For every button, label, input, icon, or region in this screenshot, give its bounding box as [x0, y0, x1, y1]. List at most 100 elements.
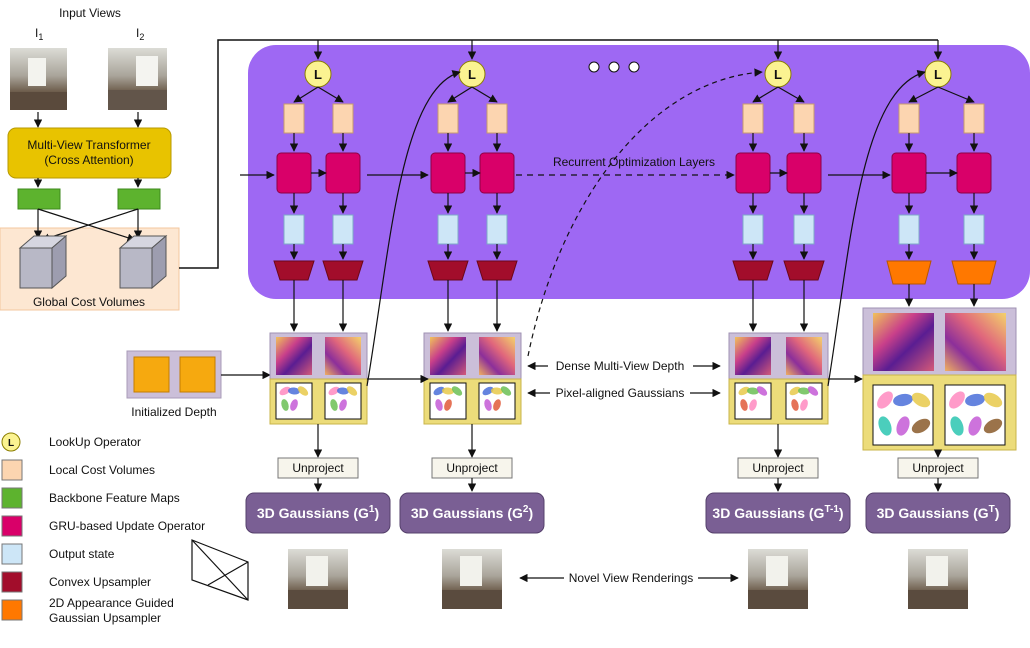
gaussian-ellipse — [484, 399, 492, 411]
output-state — [332, 214, 354, 245]
gru-update-operator — [956, 152, 992, 194]
rendering-floor — [288, 590, 348, 609]
novel-view-renderings-label: Novel View Renderings — [569, 571, 694, 585]
gaussian-ellipse — [807, 386, 819, 396]
legend-label: GRU-based Update Operator — [49, 519, 205, 533]
gaussian-ellipse — [877, 391, 893, 409]
unproject-label: Unproject — [446, 461, 498, 475]
gru-update-operator — [325, 152, 361, 194]
3d-gaussians-label: 3D Gaussians (G2) — [411, 504, 533, 521]
gaussian-ellipse — [911, 392, 931, 408]
rendering-window — [460, 556, 482, 586]
depth-map — [786, 337, 822, 375]
3d-gaussians-box — [865, 492, 1011, 534]
output-state — [437, 214, 459, 245]
local-cost-volume — [898, 103, 920, 134]
input-image-1 — [10, 48, 67, 110]
gaussian-ellipse — [451, 386, 463, 396]
gaussian-ellipse — [949, 391, 965, 409]
legend-label: Convex Upsampler — [49, 575, 151, 589]
local-cost-volume — [283, 103, 305, 134]
gaussian-ellipse — [328, 386, 340, 396]
gaussian-ellipse — [337, 387, 349, 395]
unproject-label: Unproject — [752, 461, 804, 475]
lookup-letter: L — [314, 67, 322, 82]
convex-upsampler — [322, 260, 364, 281]
input-image-2 — [108, 48, 167, 110]
local-cost-volume — [332, 103, 354, 134]
gru-update-operator — [786, 152, 822, 194]
3d-gaussians-label: 3D Gaussians (G1) — [257, 504, 379, 521]
initialized-depth-map-1 — [133, 356, 170, 393]
3d-gaussians-box — [245, 492, 391, 534]
legend-lookup-letter: L — [8, 438, 14, 449]
gru-update-operator — [276, 152, 312, 194]
initialized-depth-map-2 — [179, 356, 216, 393]
gaussian-upsampler — [886, 260, 932, 285]
rendering-window — [766, 556, 788, 586]
unproject-label: Unproject — [912, 461, 964, 475]
gaussian-ellipse — [346, 386, 358, 396]
gaussian-ellipse — [330, 399, 338, 411]
ellipsis-dot-1 — [588, 61, 600, 73]
gaussian-ellipse — [738, 386, 750, 396]
legend-swatch — [1, 459, 23, 481]
dense-multi-view-depth-label: Dense Multi-View Depth — [556, 359, 685, 373]
novel-view-label-bg — [564, 569, 698, 585]
depth-map — [945, 313, 1006, 371]
output-state — [793, 214, 815, 245]
gru-update-operator — [479, 152, 515, 194]
backbone-feature-map-2 — [117, 188, 161, 210]
gaussian-ellipse — [747, 387, 759, 395]
local-cost-volume — [963, 103, 985, 134]
gaussian-ellipse — [281, 399, 289, 411]
recurrent-optimization-label: Recurrent Optimization Layers — [553, 155, 715, 169]
ellipsis-dot-3 — [628, 61, 640, 73]
pixel-aligned-gaussians-label: Pixel-aligned Gaussians — [556, 386, 685, 400]
legend-swatch — [1, 487, 23, 509]
legend-label: LookUp Operator — [49, 435, 141, 449]
legend-label: Local Cost Volumes — [49, 463, 155, 477]
output-state — [742, 214, 764, 245]
local-cost-volume — [742, 103, 764, 134]
legend-label: 2D Appearance Guided — [49, 596, 174, 610]
convex-upsampler — [476, 260, 518, 281]
convex-upsampler — [783, 260, 825, 281]
output-state — [963, 214, 985, 245]
depth-map — [873, 313, 934, 371]
gaussian-ellipse — [493, 399, 501, 411]
depth-map — [735, 337, 771, 375]
lookup-letter: L — [934, 67, 942, 82]
gaussian-ellipse — [288, 387, 300, 395]
cost-volume-cube-1 — [18, 234, 68, 290]
gaussian-ellipse — [500, 386, 512, 396]
depth-map — [479, 337, 515, 375]
transformer-label-1: Multi-View Transformer — [27, 138, 150, 152]
gaussian-ellipse — [756, 386, 768, 396]
dense-depth-label-bg — [548, 357, 693, 373]
3d-gaussians-box — [399, 492, 545, 534]
gaussian-ellipse — [435, 399, 443, 411]
feedback-link — [366, 70, 461, 387]
legend-swatch — [1, 599, 23, 621]
legend-swatch — [1, 571, 23, 593]
3d-gaussians-box — [705, 492, 851, 534]
gaussian-ellipse — [482, 386, 494, 396]
convex-upsampler — [732, 260, 774, 281]
local-cost-volume — [437, 103, 459, 134]
output-state — [898, 214, 920, 245]
gru-update-operator — [891, 152, 927, 194]
gaussian-ellipse — [965, 393, 985, 407]
global-cost-volumes-label: Global Cost Volumes — [33, 295, 145, 309]
input-section: Input Views I1 I2 Multi-View Transformer… — [0, 6, 271, 419]
gaussian-ellipse — [968, 416, 982, 436]
gaussian-ellipse — [983, 418, 1003, 434]
transformer-label-2: (Cross Attention) — [44, 153, 133, 167]
depth-map — [430, 337, 466, 375]
depth-map — [325, 337, 361, 375]
dashed-lookup-link — [527, 68, 763, 357]
gaussian-ellipse — [878, 416, 892, 436]
legend-label-line2: Gaussian Upsampler — [49, 611, 161, 625]
rendering-floor — [908, 590, 968, 609]
